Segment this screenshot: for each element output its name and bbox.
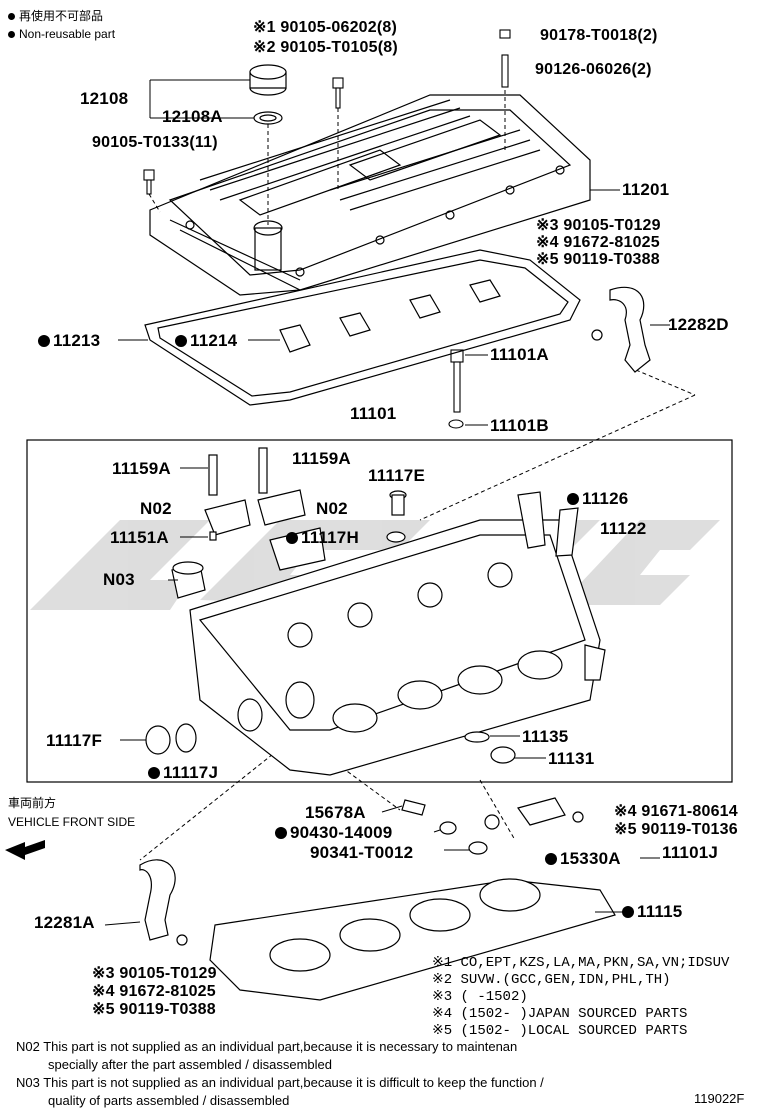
label-90119-T0388-top[interactable]: ※5 90119-T0388 (536, 251, 660, 268)
assembly-box-11101 (26, 439, 733, 783)
label-15678A[interactable]: 15678A (305, 803, 366, 822)
footnote-4: ※4 (1502- )JAPAN SOURCED PARTS (432, 1006, 688, 1022)
footnote-5: ※5 (1502- )LOCAL SOURCED PARTS (432, 1023, 688, 1039)
valve-cover-gasket (144, 249, 581, 406)
footnote-1: ※1 CO,EPT,KZS,LA,MA,PKN,SA,VN;IDSUV (432, 955, 730, 971)
front-arrow-icon (5, 840, 45, 860)
label-11117F[interactable]: 11117F (46, 731, 103, 750)
non-reusable-dot-icon (286, 532, 298, 544)
label-12282D[interactable]: 12282D (668, 315, 729, 334)
non-reusable-dot-icon (545, 853, 557, 865)
label-11213[interactable]: 11213 (38, 332, 100, 349)
label-11101B[interactable]: 11101B (490, 416, 549, 435)
label-11131[interactable]: 11131 (548, 749, 595, 768)
label-11101A[interactable]: 11101A (490, 345, 549, 364)
label-12108[interactable]: 12108 (80, 89, 129, 108)
label-11115-text: 11115 (637, 902, 683, 921)
note-N02-line1: N02 This part is not supplied as an indi… (16, 1039, 518, 1054)
front-label-jp: 車両前方 (8, 796, 57, 810)
label-91672-81025-bottom[interactable]: ※4 91672-81025 (92, 983, 216, 1000)
label-90105-06202[interactable]: ※1 90105-06202(8) (253, 19, 398, 36)
label-91672-81025-top[interactable]: ※4 91672-81025 (536, 234, 660, 251)
label-90178-T0018[interactable]: 90178-T0018(2) (540, 27, 658, 44)
label-11135[interactable]: 11135 (522, 727, 569, 746)
front-label-en: VEHICLE FRONT SIDE (8, 815, 136, 829)
label-11117J[interactable]: 11117J (148, 764, 218, 781)
non-reusable-dot-icon (275, 827, 287, 839)
label-11115[interactable]: 11115 (622, 903, 682, 920)
label-N02-right[interactable]: N02 (316, 499, 348, 518)
head-gasket (209, 878, 616, 1001)
bracket-12281A (139, 859, 188, 946)
non-reusable-dot-icon (38, 335, 50, 347)
label-90119-T0388-bottom[interactable]: ※5 90119-T0388 (92, 1001, 216, 1018)
bullet-icon (8, 31, 15, 38)
label-N03[interactable]: N03 (103, 570, 135, 589)
note-N03-line2: quality of parts assembled / disassemble… (48, 1093, 290, 1108)
valve-cover (149, 94, 591, 296)
non-reusable-dot-icon (175, 335, 187, 347)
label-11126-text: 11126 (582, 489, 629, 508)
label-11117E[interactable]: 11117E (368, 466, 425, 485)
note-N02-line2: specially after the part assembled / dis… (48, 1057, 332, 1072)
label-90105-T0129-top[interactable]: ※3 90105-T0129 (536, 217, 661, 234)
label-leaders (104, 79, 670, 926)
label-11151A[interactable]: 11151A (110, 528, 169, 547)
label-11214[interactable]: 11214 (175, 332, 237, 349)
label-11117H[interactable]: 11117H (286, 529, 359, 546)
figure-id: 119022F (694, 1091, 745, 1106)
label-11159A-left[interactable]: 11159A (112, 459, 171, 478)
label-90341-T0012[interactable]: 90341-T0012 (310, 843, 414, 862)
non-reusable-dot-icon (567, 493, 579, 505)
label-11213-text: 11213 (53, 331, 101, 350)
label-11117H-text: 11117H (301, 528, 359, 547)
label-90126-06026[interactable]: 90126-06026(2) (535, 61, 652, 78)
label-90119-T0136[interactable]: ※5 90119-T0136 (614, 821, 738, 838)
label-11126[interactable]: 11126 (567, 490, 628, 507)
bottom-small-parts (401, 797, 584, 855)
label-11101J[interactable]: 11101J (662, 843, 719, 862)
label-11159A-right[interactable]: 11159A (292, 449, 351, 468)
label-90105-T0133[interactable]: 90105-T0133(11) (92, 134, 218, 151)
non-reusable-dot-icon (622, 906, 634, 918)
label-11101[interactable]: 11101 (350, 404, 397, 423)
bullet-icon (8, 13, 15, 20)
legend-english: Non-reusable part (8, 28, 115, 40)
label-15330A[interactable]: 15330A (545, 850, 621, 867)
oil-filler-cap (249, 64, 287, 125)
label-12281A[interactable]: 12281A (34, 913, 95, 932)
cylinder-head (189, 519, 606, 776)
label-11117J-text: 11117J (163, 763, 219, 782)
bolts-top (143, 29, 511, 429)
legend-japanese: 再使用不可部品 (8, 10, 103, 22)
legend-text-jp: 再使用不可部品 (19, 9, 104, 23)
bracket-12282D (591, 286, 651, 373)
label-15330A-text: 15330A (560, 849, 621, 868)
non-reusable-dot-icon (148, 767, 160, 779)
label-N02-left[interactable]: N02 (140, 499, 172, 518)
footnote-2: ※2 SUVW.(GCC,GEN,IDN,PHL,TH) (432, 972, 671, 988)
label-11122[interactable]: 11122 (600, 519, 647, 538)
label-91671-80614[interactable]: ※4 91671-80614 (614, 803, 738, 820)
label-90430-14009[interactable]: 90430-14009 (275, 824, 392, 841)
footnote-3: ※3 ( -1502) (432, 989, 528, 1005)
label-90430-text: 90430-14009 (290, 823, 393, 842)
cam-caps (145, 447, 579, 764)
note-N03-line1: N03 This part is not supplied as an indi… (16, 1075, 544, 1090)
label-90105-T0105[interactable]: ※2 90105-T0105(8) (253, 39, 398, 56)
label-90105-T0129-bottom[interactable]: ※3 90105-T0129 (92, 965, 217, 982)
label-11201[interactable]: 11201 (622, 180, 670, 199)
label-11214-text: 11214 (190, 331, 238, 350)
legend-text-en: Non-reusable part (19, 27, 116, 41)
label-12108A[interactable]: 12108A (162, 107, 223, 126)
